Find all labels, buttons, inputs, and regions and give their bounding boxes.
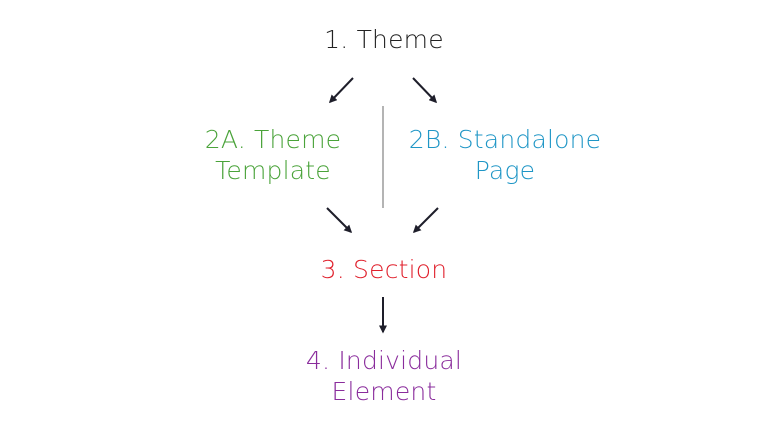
- node-standalone-page: 2B. Standalone Page: [395, 124, 615, 186]
- node-standalone-page-line2: Page: [474, 156, 536, 185]
- node-individual-element-line1: 4. Individual: [305, 346, 463, 375]
- node-section-label: 3. Section: [320, 255, 448, 284]
- node-standalone-page-line1: 2B. Standalone: [408, 125, 602, 154]
- arrow-standalone-to-section: [412, 207, 439, 234]
- node-theme: 1. Theme: [284, 24, 484, 55]
- node-individual-element: 4. Individual Element: [274, 345, 494, 407]
- node-theme-template-line1: 2A. Theme: [204, 125, 342, 154]
- arrow-theme-to-template: [328, 77, 354, 104]
- node-theme-template-line2: Template: [215, 156, 331, 185]
- arrow-theme-to-standalone: [412, 77, 438, 104]
- node-theme-label: 1. Theme: [324, 25, 444, 54]
- node-section: 3. Section: [284, 254, 484, 285]
- node-individual-element-line2: Element: [331, 377, 437, 406]
- node-theme-template: 2A. Theme Template: [173, 124, 373, 186]
- arrow-template-to-section: [326, 207, 353, 234]
